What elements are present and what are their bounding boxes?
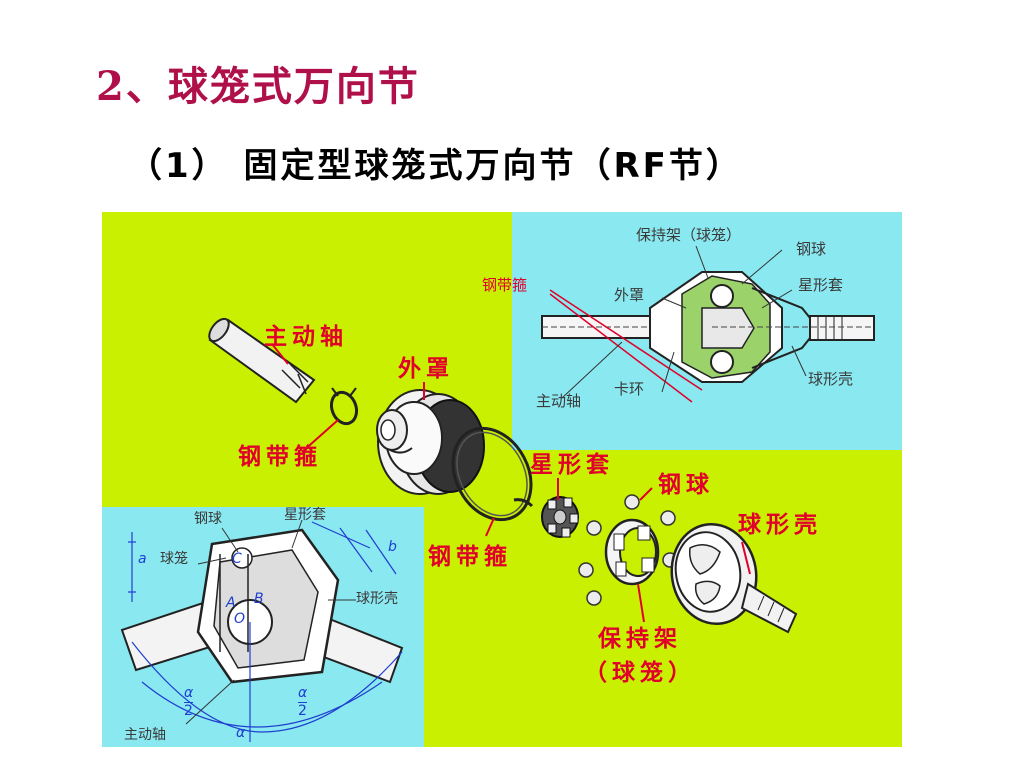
slide-subtitle: （1） 固定型球笼式万向节（RF节） [128, 146, 743, 186]
label-point-o: O [234, 611, 246, 627]
label-point-c: C [232, 551, 242, 567]
label-angle-full: α [236, 725, 246, 741]
label-section-cage: 保持架（球笼） [636, 226, 742, 244]
label-geometry-cage: 球笼 [160, 551, 188, 567]
label-section-outer-boot: 外罩 [614, 286, 645, 304]
label-dim-b: b [388, 539, 397, 555]
exploded-leader-lines [271, 343, 751, 623]
label-section-inner-race: 星形套 [798, 276, 844, 294]
figure-artwork [102, 212, 902, 747]
exploded-clamp-band-right-art [451, 426, 534, 522]
label-exploded-outer-race: 球形壳 [738, 512, 822, 538]
exploded-outer-boot-art [376, 389, 485, 495]
label-exploded-clamp-band-left: 钢带箍 [238, 444, 322, 470]
label-geometry-steel-ball: 钢球 [194, 511, 222, 527]
label-angle-half-left-den: 2 [184, 702, 193, 719]
label-geometry-drive-shaft: 主动轴 [124, 727, 166, 743]
label-section-steel-ball: 钢球 [796, 240, 827, 258]
geometry-view-art [120, 528, 404, 684]
exploded-clamp-band-left-art [329, 387, 359, 426]
section-view-art [541, 271, 875, 383]
label-angle-half-right-den: 2 [298, 702, 307, 719]
label-exploded-steel-ball: 钢球 [658, 472, 714, 498]
label-point-b: B [254, 591, 264, 607]
label-exploded-inner-race: 星形套 [530, 452, 614, 478]
label-section-clamp-band: 钢带箍 [482, 276, 528, 294]
section-leader-lines [561, 245, 807, 399]
label-section-snap-ring: 卡环 [614, 380, 645, 398]
geometry-leader-lines [185, 519, 356, 725]
label-geometry-inner-race: 星形套 [284, 507, 326, 523]
section-red-leaders [549, 289, 703, 403]
label-point-a: A [226, 595, 236, 611]
label-geometry-outer-race: 球形壳 [356, 591, 398, 607]
rf-joint-figure: 主动轴 外罩 钢带箍 钢带箍 星形套 钢球 球形壳 保持架 （球笼） 保持架（球… [102, 212, 902, 747]
slide-title: 2、球笼式万向节 [96, 63, 420, 110]
label-dim-a: a [138, 551, 147, 567]
label-exploded-outer-boot: 外罩 [398, 356, 454, 382]
label-angle-half-right-num: α [298, 685, 308, 701]
label-exploded-cage-line1: 保持架 [598, 626, 682, 652]
exploded-drive-shaft-art [208, 317, 316, 404]
label-section-drive-shaft: 主动轴 [536, 392, 582, 410]
label-section-outer-race: 球形壳 [808, 370, 854, 388]
label-exploded-drive-shaft: 主动轴 [264, 324, 348, 350]
geometry-dim-lines [128, 521, 403, 742]
exploded-cage-art [604, 518, 660, 586]
exploded-outer-race-art [670, 522, 798, 634]
exploded-inner-race-art [541, 496, 579, 538]
label-exploded-clamp-band-right: 钢带箍 [428, 544, 512, 570]
label-exploded-cage-line2: （球笼） [584, 660, 696, 686]
label-angle-half-left-num: α [184, 685, 194, 701]
